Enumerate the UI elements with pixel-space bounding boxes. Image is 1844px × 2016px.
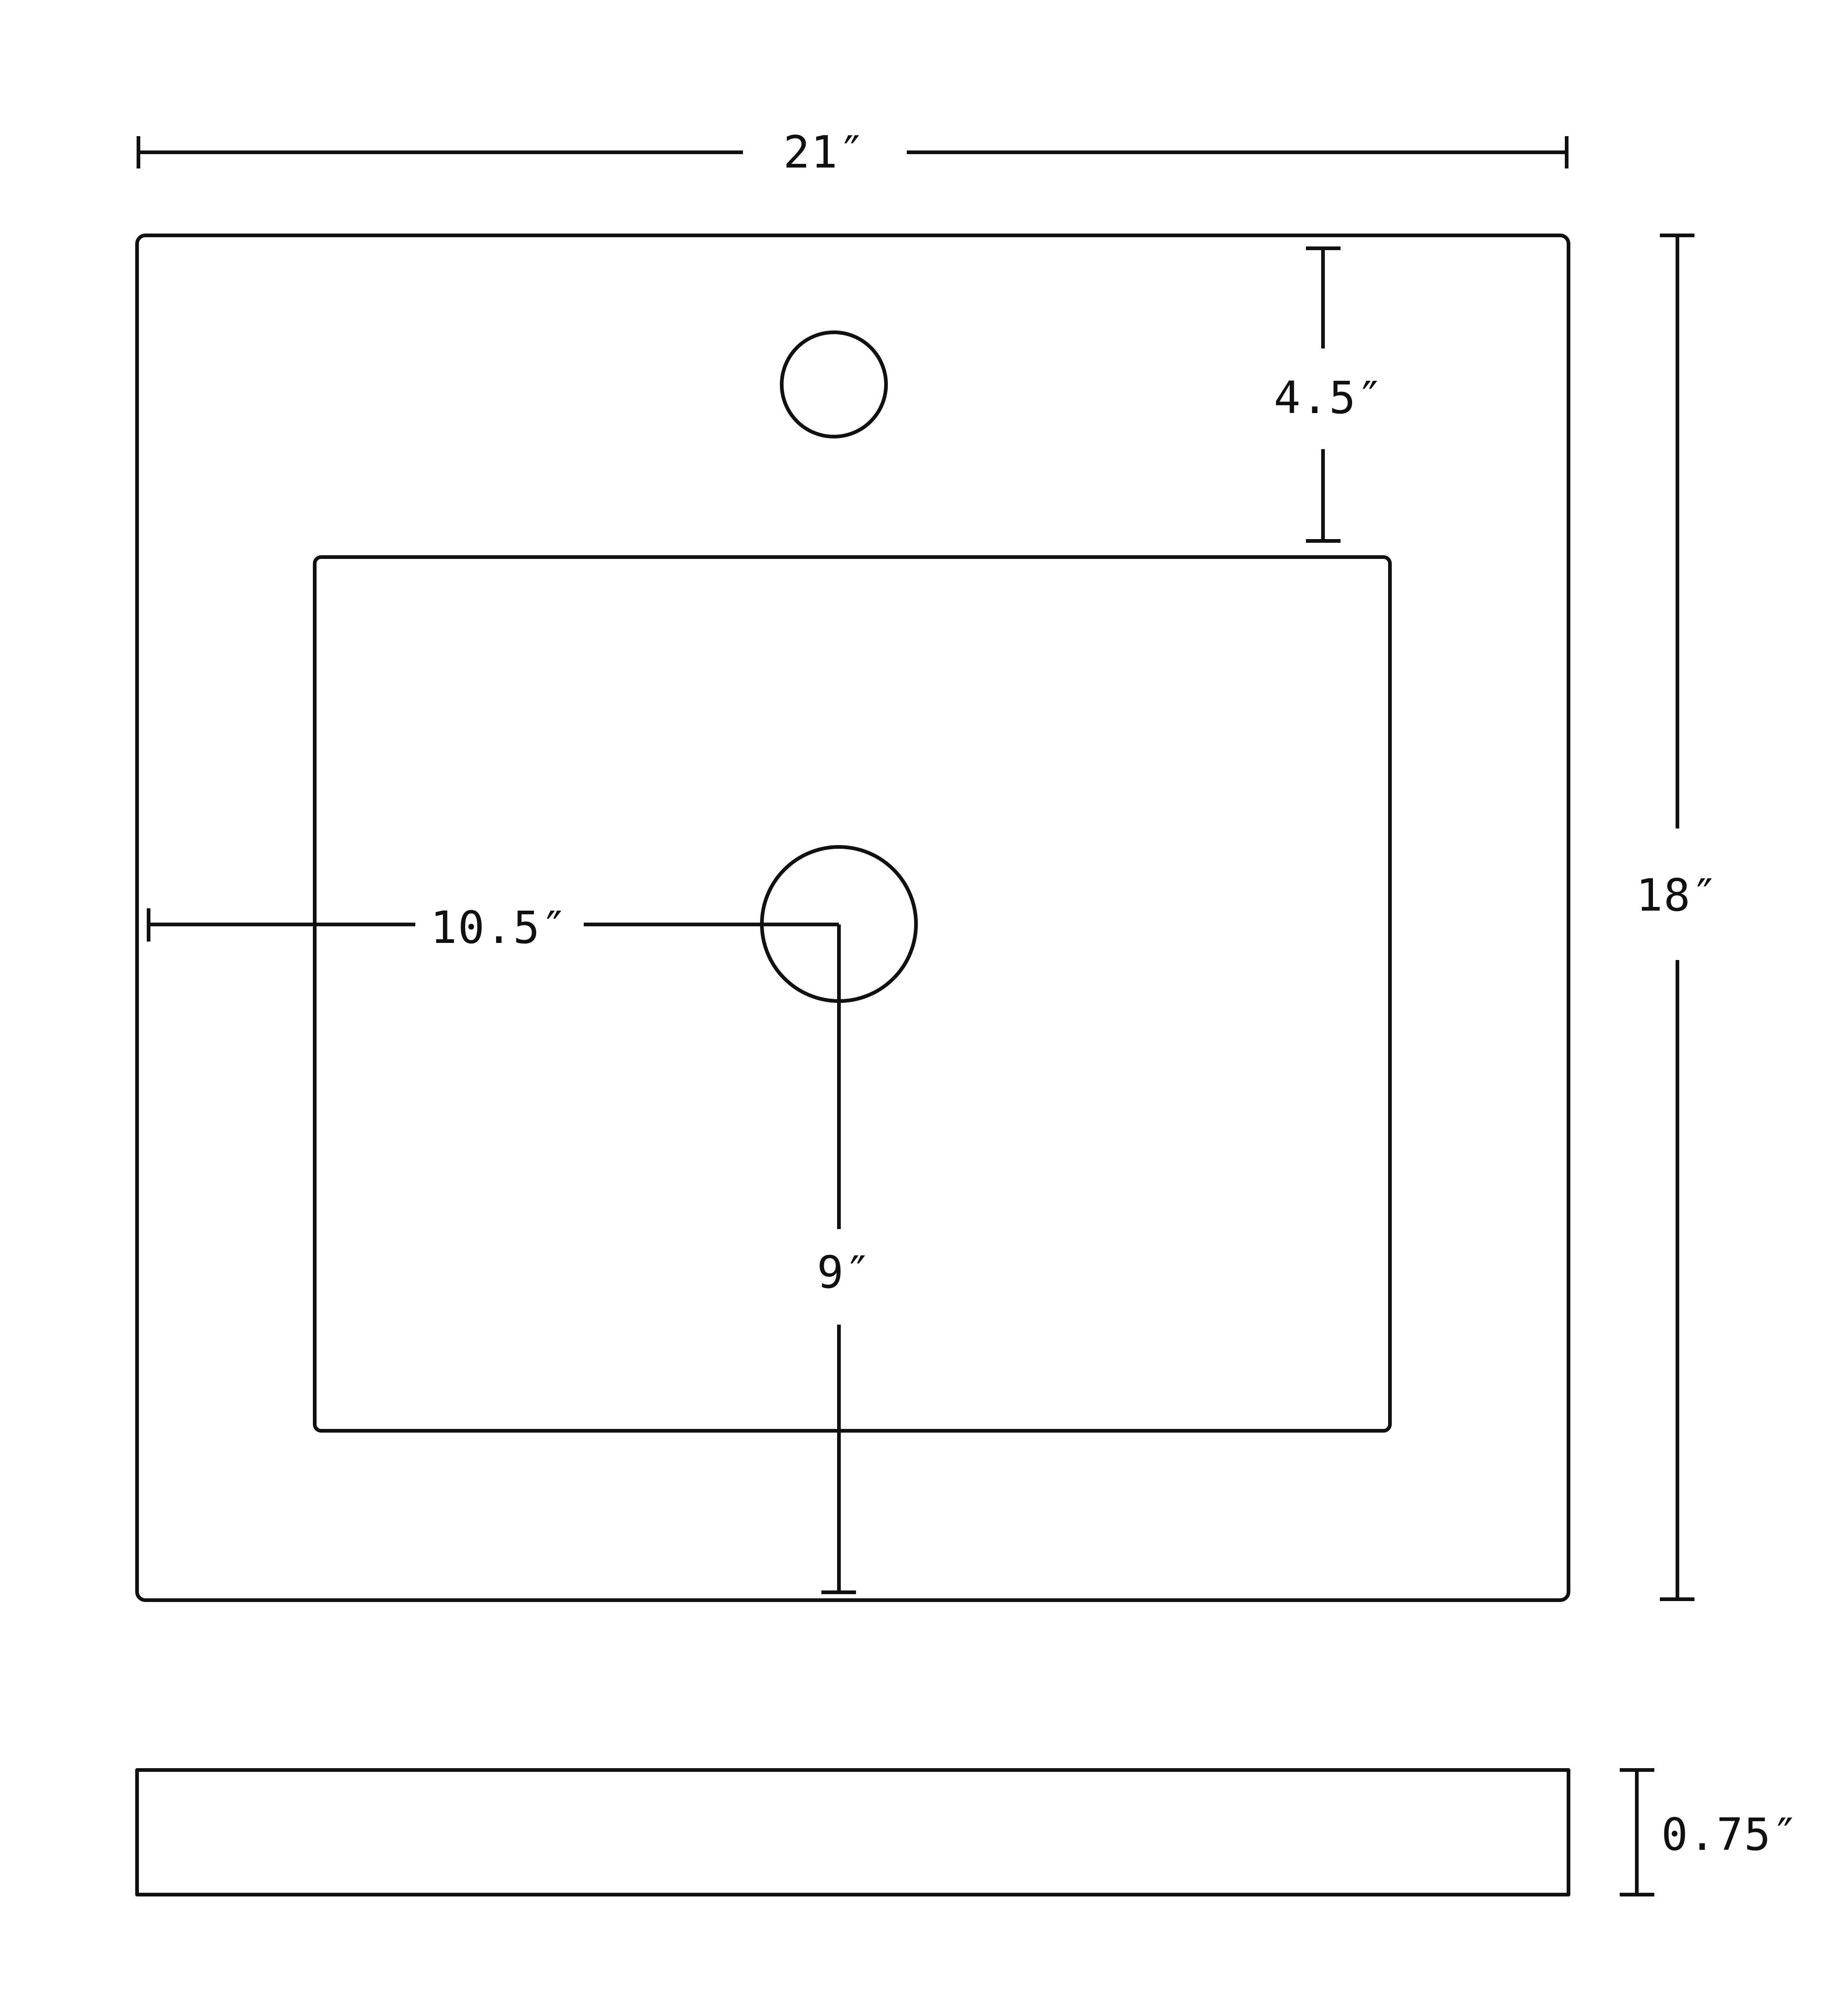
thickness-label: 0.75″ <box>1661 1809 1799 1860</box>
overall-width-label: 21″ <box>783 126 866 178</box>
drain-from-left-label: 10.5″ <box>431 902 569 954</box>
sink-top-outline <box>135 234 1570 1602</box>
basin-outline <box>313 555 1392 1433</box>
overall-depth-dimension: 18″ <box>1636 234 1718 1601</box>
side-profile-outline <box>135 1768 1570 1896</box>
overall-width-dimension: 21″ <box>137 126 1569 178</box>
faucet-hole <box>780 330 888 438</box>
drain-from-front-dimension: 9″ <box>817 924 872 1594</box>
faucet-to-basin-dimension: 4.5″ <box>1274 246 1384 543</box>
faucet-to-basin-label: 4.5″ <box>1274 372 1384 424</box>
overall-depth-label: 18″ <box>1636 870 1718 921</box>
drain-from-left-dimension: 10.5″ <box>147 902 839 954</box>
thickness-dimension: 0.75″ <box>1620 1768 1799 1896</box>
drain-from-front-label: 9″ <box>817 1247 872 1298</box>
